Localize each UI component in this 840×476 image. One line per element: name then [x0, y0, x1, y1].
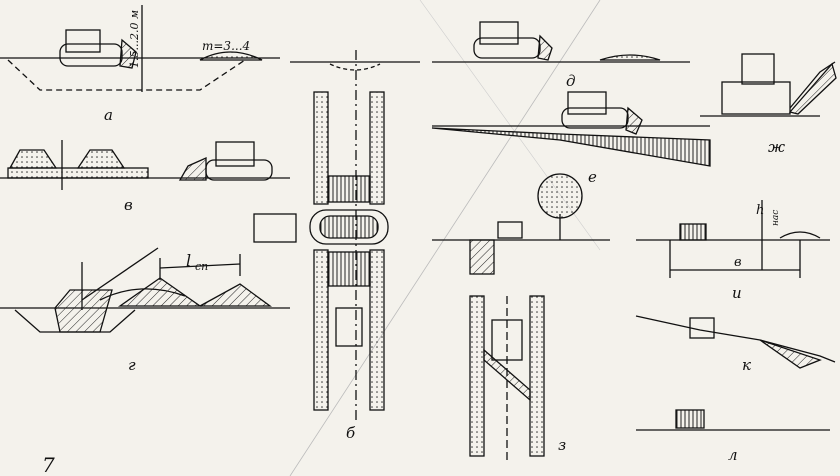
lsp-annotation: l: [186, 251, 191, 270]
figure-e-inclined-cut: [431, 91, 711, 167]
figure-zh-slope-front: [700, 53, 837, 117]
figure-d-grading: [432, 21, 690, 63]
bulldozer-blade: [537, 34, 553, 61]
figure-b-trench-plan: [253, 50, 389, 420]
spoil-pile-1: [117, 277, 203, 307]
soil-layer: [7, 167, 149, 179]
push-arrow: [99, 288, 186, 301]
label-zh: ж: [768, 138, 785, 156]
label-d: д: [566, 72, 576, 90]
bulldozer-blade: [119, 38, 137, 69]
trench-fill: [327, 175, 371, 203]
slope-fill: [759, 339, 822, 369]
trench-wall-left-lower: [313, 249, 329, 411]
trench-top-profile: [329, 63, 381, 71]
bulldozer-blade: [178, 156, 207, 181]
trench-wall-left: [469, 295, 485, 457]
bulldozer-small: [679, 223, 707, 241]
bulldozer-plan: [253, 213, 297, 243]
figure-l-flat: [636, 409, 830, 431]
trench-wall-right-lower: [369, 249, 385, 411]
label-a: а: [104, 106, 113, 124]
heap-arrow: [779, 231, 821, 239]
bulldozer-cab: [215, 141, 255, 167]
blade-trajectory: [81, 247, 159, 301]
bulldozer-blade: [625, 106, 643, 135]
hnas-annotation: h: [756, 203, 764, 218]
bulldozer-track: [561, 107, 629, 129]
label-i: и: [732, 284, 742, 302]
cut-layer: [431, 127, 711, 167]
bulldozer-track: [59, 43, 123, 67]
bulldozer-cab: [741, 53, 775, 85]
page-number: 7: [42, 453, 55, 476]
spoil-pile-2: [199, 283, 272, 307]
soil-ridge-left: [8, 149, 58, 169]
bulldozer-track: [473, 37, 541, 59]
bulldozer-plan-lower: [335, 307, 363, 347]
figure-labels: а б в г д е ж з и к л 1.5...2.0 м m=3...…: [42, 10, 785, 476]
lsp-subscript: сп: [195, 260, 208, 273]
slope-annotation: m=3...4: [202, 39, 250, 53]
lsp-dimension-line: [159, 263, 241, 269]
label-l: л: [728, 446, 738, 464]
trench-wall-right: [369, 91, 385, 205]
figure-i-embankment: [636, 200, 830, 278]
bulldozer-cab: [479, 21, 519, 45]
bulldozer-cab: [567, 91, 607, 115]
trench-wall-left: [313, 91, 329, 205]
figure-g-pushing: [0, 247, 290, 333]
label-k: к: [742, 356, 751, 374]
trench-fill-lower: [327, 251, 371, 287]
figure-k-slope-cut: [635, 315, 836, 369]
figure-v-leveling: [0, 140, 290, 190]
label-b: б: [346, 424, 356, 442]
cut-zone: [54, 289, 113, 333]
label-g: г: [128, 356, 136, 374]
soil-ridge-right: [76, 149, 126, 169]
slope-blade: [788, 62, 837, 115]
hnas-subscript: нас: [771, 210, 781, 226]
label-z: з: [558, 436, 566, 454]
figure-z-tree-removal: [432, 173, 610, 275]
bulldozer-small: [689, 317, 715, 339]
scan-fold-line: [289, 0, 601, 476]
spoil-pile: [199, 51, 263, 61]
bulldozer-cab: [65, 29, 101, 53]
width-annotation: в: [734, 255, 742, 270]
root-zone: [469, 239, 495, 275]
spoil-pile: [599, 54, 661, 61]
tree-crown: [537, 173, 583, 219]
bulldozer-small: [675, 409, 705, 429]
depth-annotation: 1.5...2.0 м: [128, 10, 141, 68]
bulldozer-track-inner: [319, 215, 379, 239]
figure-a-excavation: [0, 5, 280, 92]
figure-z-trench-section: [469, 295, 545, 460]
bulldozer-small: [497, 221, 523, 239]
label-v: в: [124, 196, 133, 214]
bulldozer-track-top: [309, 209, 389, 245]
excavation-contour: [7, 59, 246, 91]
bulldozer-body: [721, 81, 791, 115]
label-e: е: [588, 168, 597, 186]
trench-wall-right: [529, 295, 545, 457]
